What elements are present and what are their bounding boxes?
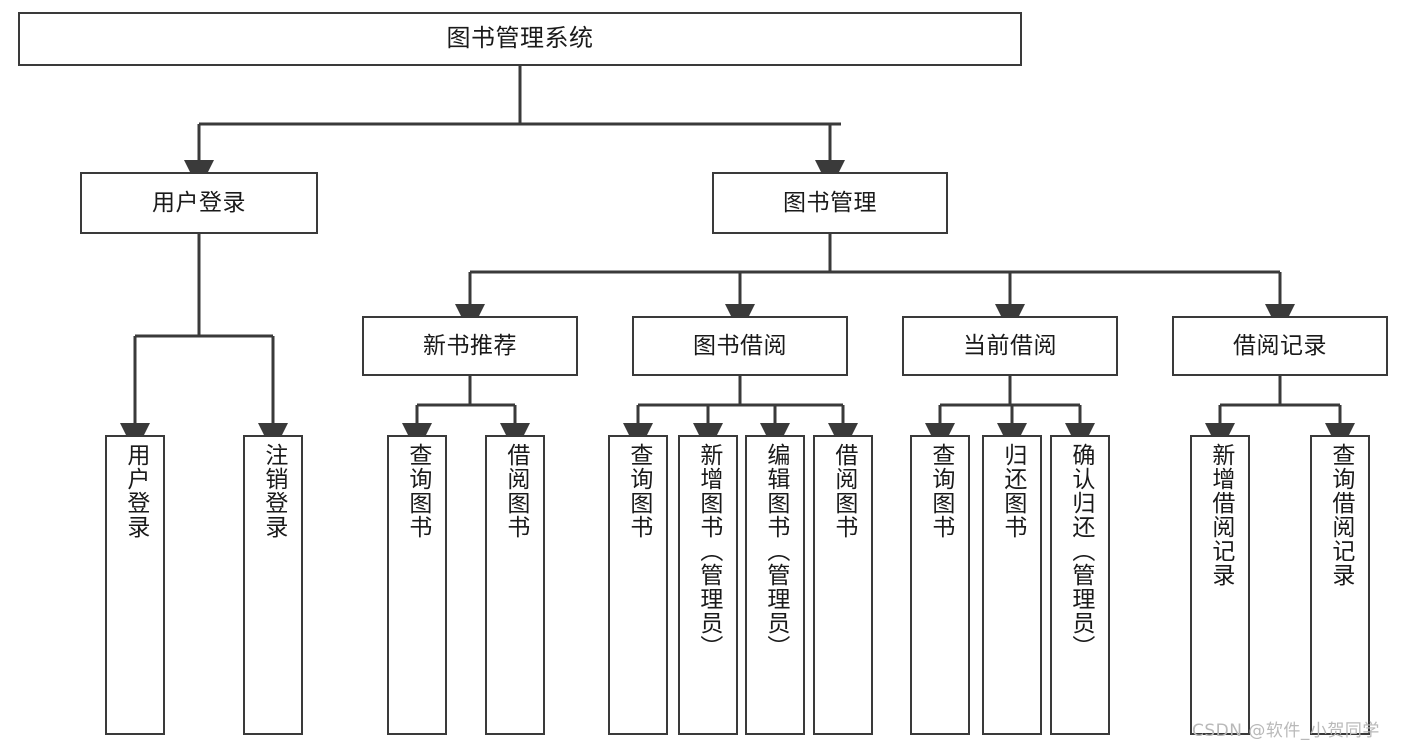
node-book-manage[interactable]: 图书管理 [712, 172, 948, 234]
node-label: 用户登录 [122, 443, 149, 539]
node-leaf-add-book[interactable]: 新增图书（管理员） [678, 435, 738, 735]
node-root-system[interactable]: 图书管理系统 [18, 12, 1022, 66]
node-leaf-confirm-return[interactable]: 确认归还（管理员） [1050, 435, 1110, 735]
node-label: 借阅图书 [830, 443, 857, 539]
node-leaf-add-record[interactable]: 新增借阅记录 [1190, 435, 1250, 735]
node-leaf-return-book[interactable]: 归还图书 [982, 435, 1042, 735]
node-leaf-logout[interactable]: 注销登录 [243, 435, 303, 735]
node-leaf-query-book-3[interactable]: 查询图书 [910, 435, 970, 735]
node-leaf-query-record[interactable]: 查询借阅记录 [1310, 435, 1370, 735]
node-label: 查询图书 [404, 443, 431, 539]
node-label: 确认归还（管理员） [1067, 443, 1094, 659]
node-label: 新书推荐 [423, 332, 517, 359]
watermark: CSDN @软件_小贺同学 [1192, 721, 1380, 741]
node-label: 新增图书（管理员） [695, 443, 722, 659]
node-label: 借阅记录 [1233, 332, 1327, 359]
node-label: 图书借阅 [693, 332, 787, 359]
node-label: 查询图书 [927, 443, 954, 539]
node-leaf-query-book-2[interactable]: 查询图书 [608, 435, 668, 735]
node-user-login[interactable]: 用户登录 [80, 172, 318, 234]
node-label: 查询借阅记录 [1327, 443, 1354, 587]
node-leaf-user-login[interactable]: 用户登录 [105, 435, 165, 735]
node-leaf-query-book-1[interactable]: 查询图书 [387, 435, 447, 735]
node-label: 图书管理 [783, 189, 877, 216]
node-leaf-borrow-book-1[interactable]: 借阅图书 [485, 435, 545, 735]
node-current-borrow[interactable]: 当前借阅 [902, 316, 1118, 376]
node-label: 编辑图书（管理员） [762, 443, 789, 659]
node-leaf-borrow-book-2[interactable]: 借阅图书 [813, 435, 873, 735]
node-label: 图书管理系统 [446, 24, 594, 53]
node-label: 借阅图书 [502, 443, 529, 539]
node-new-book-rec[interactable]: 新书推荐 [362, 316, 578, 376]
node-book-borrow[interactable]: 图书借阅 [632, 316, 848, 376]
node-label: 用户登录 [152, 189, 246, 216]
node-borrow-record[interactable]: 借阅记录 [1172, 316, 1388, 376]
node-label: 归还图书 [999, 443, 1026, 539]
node-label: 查询图书 [625, 443, 652, 539]
node-leaf-edit-book[interactable]: 编辑图书（管理员） [745, 435, 805, 735]
node-label: 新增借阅记录 [1207, 443, 1234, 587]
node-label: 注销登录 [260, 443, 287, 539]
node-label: 当前借阅 [963, 332, 1057, 359]
